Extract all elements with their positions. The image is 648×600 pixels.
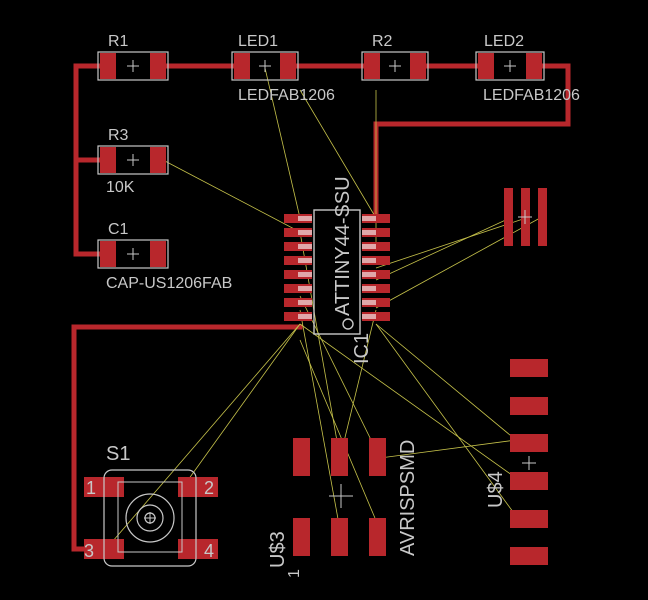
c1-body-outline: [97, 239, 169, 269]
r1-pad-2: [150, 53, 166, 79]
u4-pad: [510, 434, 548, 452]
c1-origin-cross: [127, 248, 139, 260]
isp-pad: [331, 438, 348, 476]
header-origin-cross: [518, 210, 532, 224]
r3-name-label: R3: [108, 127, 129, 144]
airwire: [264, 67, 301, 219]
led-led1[interactable]: LED1 LEDFAB1206: [231, 33, 335, 104]
led2-pad-2: [526, 53, 542, 79]
ic1-value-label: ATTINY44-SSU: [332, 176, 354, 316]
isp-origin-cross: [329, 484, 353, 508]
airwire: [299, 339, 381, 531]
s1-pin1-label: 1: [86, 478, 96, 498]
u4-pad: [510, 510, 548, 528]
s1-pad-2: [178, 477, 218, 497]
s1-actuator-outer: [125, 493, 175, 543]
s1-pad-4: [178, 539, 218, 559]
capacitor-c1[interactable]: C1 CAP-US1206FAB: [97, 221, 232, 292]
c1-pad-1: [100, 241, 116, 267]
r3-pad-1: [100, 147, 116, 173]
u3-name-label: U$3: [267, 531, 289, 568]
c1-name-label: C1: [108, 221, 129, 238]
resistor-r2[interactable]: R2: [361, 33, 429, 81]
u4-pad: [510, 397, 548, 415]
r1-name-label: R1: [108, 33, 129, 50]
header-pad-1: [504, 188, 513, 246]
s1-pin4-label: 4: [204, 541, 214, 561]
s1-name-label: S1: [106, 443, 130, 465]
r2-pad-2: [410, 53, 426, 79]
c1-pad-2: [150, 241, 166, 267]
r3-body-outline: [97, 145, 169, 175]
resistor-r1[interactable]: R1: [97, 33, 169, 81]
isp-pad: [293, 438, 310, 476]
switch-s1[interactable]: S1 1 2 3 4: [84, 443, 218, 567]
led1-origin-cross: [259, 60, 271, 72]
u4-pad: [510, 359, 548, 377]
led2-body-outline: [475, 51, 545, 81]
airwire: [375, 323, 517, 441]
s1-body-outline: [103, 469, 197, 567]
s1-pin3-label: 3: [84, 541, 94, 561]
led-led2[interactable]: LED2 LEDFAB1206: [475, 33, 580, 104]
connector-u4[interactable]: U$4: [485, 359, 548, 565]
s1-inner-outline: [117, 481, 183, 553]
resistor-r3[interactable]: R3 10K: [97, 127, 169, 196]
airwire: [162, 159, 301, 233]
u4-origin-cross: [522, 456, 536, 470]
led2-name-label: LED2: [484, 33, 524, 50]
airwire: [379, 439, 517, 459]
isp-pad: [369, 518, 386, 556]
ic1-body-outline: [313, 209, 361, 335]
connector-avrisp-u3[interactable]: AVRISPSMD U$3 1: [267, 438, 419, 578]
r3-value-label: 10K: [106, 179, 135, 196]
c1-value-label: CAP-US1206FAB: [106, 275, 232, 292]
u4-pad: [510, 472, 548, 490]
airwire: [299, 231, 341, 459]
ic1-pad-highlights: [298, 216, 376, 319]
r1-pad-1: [100, 53, 116, 79]
isp-pad: [331, 518, 348, 556]
s1-actuator-mid: [136, 504, 164, 532]
led1-pad-2: [280, 53, 296, 79]
airwire: [182, 323, 301, 488]
r1-body-outline: [97, 51, 169, 81]
led1-pad-1: [234, 53, 250, 79]
airwire: [299, 323, 517, 479]
ic1-pin1-marker: [342, 318, 354, 330]
led2-value-label: LEDFAB1206: [483, 87, 580, 104]
isp-value-label: AVRISPSMD: [397, 440, 419, 556]
r1-origin-cross: [127, 60, 139, 72]
s1-pin2-label: 2: [204, 478, 214, 498]
led1-body-outline: [231, 51, 299, 81]
airwire: [375, 217, 527, 269]
r2-name-label: R2: [372, 33, 393, 50]
r3-origin-cross: [127, 154, 139, 166]
led1-value-label: LEDFAB1206: [238, 87, 335, 104]
airwire: [299, 89, 377, 219]
led1-name-label: LED1: [238, 33, 278, 50]
isp-pad: [369, 438, 386, 476]
airwire: [299, 309, 341, 531]
ic1-name-label: IC1: [351, 333, 373, 364]
airwire: [375, 323, 517, 517]
u4-pad: [510, 547, 548, 565]
ic-ic1[interactable]: ATTINY44-SSU IC1: [284, 176, 390, 364]
isp-pad: [293, 518, 310, 556]
led2-origin-cross: [504, 60, 516, 72]
r2-body-outline: [361, 51, 429, 81]
u3-pin1-label: 1: [286, 569, 303, 578]
airwire: [375, 217, 511, 281]
connector-header-3pin[interactable]: [504, 188, 547, 246]
r2-pad-1: [364, 53, 380, 79]
s1-origin-cross: [144, 512, 156, 524]
r2-origin-cross: [389, 60, 401, 72]
r3-pad-2: [150, 147, 166, 173]
airwire: [339, 309, 377, 459]
u4-name-label: U$4: [485, 471, 507, 508]
header-pad-3: [538, 188, 547, 246]
led2-pad-1: [478, 53, 494, 79]
